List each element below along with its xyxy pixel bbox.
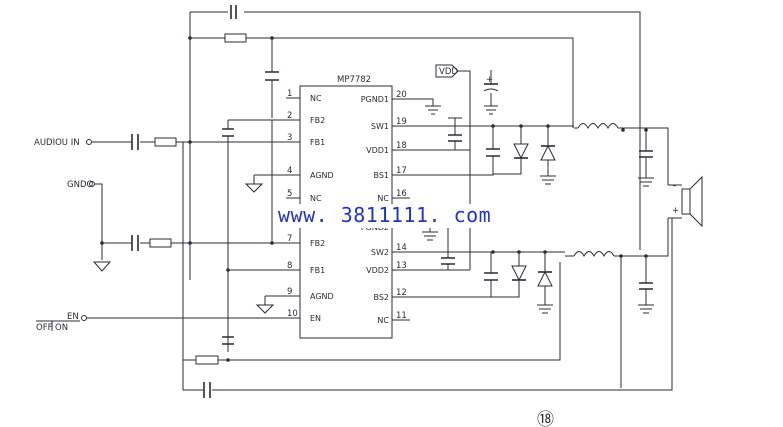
output-channel-2 [392,218,669,388]
pin-name: FB1 [310,266,325,275]
svg-text:+: + [486,75,493,85]
pin-number: 17 [396,166,407,176]
pin-number: 10 [287,309,298,319]
en-input-label: EN [67,312,79,322]
page-number: ⑱ [537,410,554,427]
off-label: OFF [36,323,53,333]
speaker-plus-label: + [672,206,679,216]
bottom-feedback-network [182,142,673,398]
pin-number: 4 [287,166,292,176]
pin-number: 20 [396,90,407,100]
on-label: ON [55,323,68,333]
top-feedback-network [188,5,641,280]
audio-input-label: AUDIOU IN [34,138,80,148]
pin-name: NC [310,194,322,203]
pin-number: 16 [396,189,407,199]
pin-number: 1 [287,89,292,99]
watermark-text: www. 3811111. com [278,203,491,227]
pin-name: VDD2 [366,266,389,275]
pin-name: PGND1 [361,95,389,104]
pin-number: 14 [396,243,407,253]
pin-name: NC [310,94,322,103]
pin-number: 19 [396,117,407,127]
pin-name: AGND [310,292,334,301]
speaker: - + [668,175,703,228]
pin-number: 2 [287,111,292,121]
vdd-label: VDD [439,67,458,77]
pin-number: 3 [287,133,292,143]
left-input-circuit: AUDIOU IN GNDO EN OFF ON [34,119,300,352]
pin-name: NC [377,316,389,325]
pin-number: 8 [287,261,292,271]
chip-part-number: MP7782 [337,75,371,85]
pin-number: 13 [396,261,407,271]
pin-name: VDD1 [366,146,389,155]
pin-name: SW1 [371,122,389,131]
pin-number: 11 [396,311,407,321]
pin-name: AGND [310,171,334,180]
speaker-magnet [681,188,691,215]
pin-number: 5 [287,189,292,199]
pin-name: FB2 [310,116,325,125]
pin-number: 7 [287,234,292,244]
speaker-minus-label: - [673,181,676,191]
gnd-input-label: GNDO [67,180,93,190]
pin-number: 18 [396,141,407,151]
pin-name: EN [310,314,321,323]
pin-number: 12 [396,288,407,298]
pin-name: BS2 [373,293,389,302]
pin-name: FB1 [310,138,325,147]
pin-name: FB2 [310,239,325,248]
pin-name: SW2 [371,248,389,257]
output-channel-1: VDD + [392,64,669,270]
pin-name: BS1 [373,171,389,180]
pin-name: NC [377,194,389,203]
pin-number: 9 [287,287,292,297]
